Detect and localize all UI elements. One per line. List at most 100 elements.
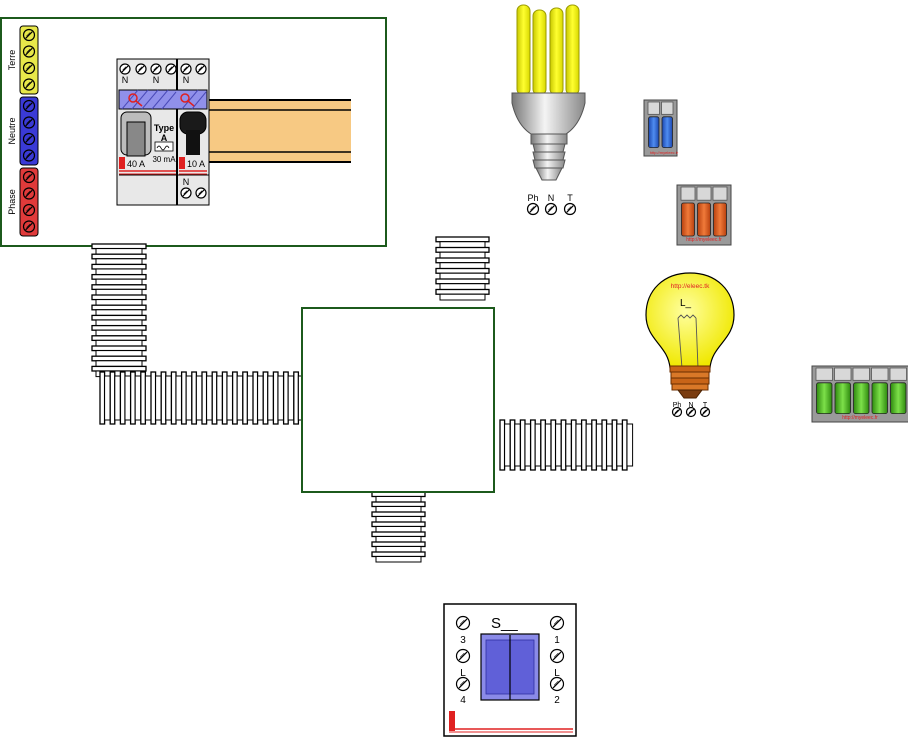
wago-lever[interactable]	[890, 382, 907, 414]
cfl-terminals[interactable]	[526, 202, 577, 216]
conduit-rib	[550, 419, 557, 471]
terminal-screw[interactable]	[22, 149, 36, 162]
conduit-panel-vertical	[91, 243, 147, 378]
terminal-screw[interactable]	[549, 676, 565, 692]
conduit-rib	[560, 419, 567, 471]
terminal-screw[interactable]	[22, 45, 36, 58]
switch-label: S__	[491, 615, 518, 632]
terminal-screw[interactable]	[22, 116, 36, 129]
wago-green-url: http://myeleec.fr	[842, 415, 878, 421]
bulb-glass	[645, 272, 735, 369]
terminal-screw[interactable]	[671, 406, 683, 418]
mcb-rating: 10 A	[187, 159, 205, 169]
bulb-terminal-label-ph: Ph	[673, 402, 682, 409]
terminal-screw[interactable]	[150, 63, 162, 75]
terminal-screw[interactable]	[119, 63, 131, 75]
cfl-tubes	[516, 4, 580, 96]
rcd-rating: 40 A	[127, 159, 145, 169]
conduit-rib	[129, 371, 136, 425]
terminal-screw[interactable]	[135, 63, 147, 75]
conduit-rib	[621, 419, 628, 471]
cfl-bulb[interactable]: Ph N T	[511, 4, 586, 216]
terminal-screw[interactable]	[685, 406, 697, 418]
conduit-rib	[91, 304, 147, 311]
conduit-rib	[262, 371, 269, 425]
terminal-screw[interactable]	[549, 615, 565, 631]
conduit-rib	[91, 355, 147, 362]
earth-terminal-bar: Terre	[7, 25, 39, 95]
light-switch[interactable]: S__ 3 L 4 1 L 2	[443, 603, 577, 737]
din-rail	[208, 99, 351, 163]
wago-lever[interactable]	[697, 202, 711, 237]
distribution-panel[interactable]: Terre Neutre Phase	[0, 17, 387, 247]
conduit-rib	[529, 419, 536, 471]
terminal-screw[interactable]	[22, 203, 36, 217]
conduit-rib	[91, 243, 147, 250]
neutral-terminal-bar: Neutre	[7, 96, 39, 166]
rcd-type-class: A	[161, 133, 168, 143]
neutral-bar-label: Neutre	[7, 117, 17, 144]
wago-connector-green[interactable]	[811, 365, 908, 423]
terminal-screw[interactable]	[195, 63, 207, 75]
rcd-breaker[interactable]: N N Type A 30 mA 40 A	[119, 75, 176, 176]
terminal-screw[interactable]	[22, 99, 36, 113]
conduit-rib	[180, 371, 187, 425]
bulb-screw-base	[669, 365, 711, 399]
bulb-terminals[interactable]	[671, 406, 711, 418]
conduit-rib	[201, 371, 208, 425]
conduit-rib	[435, 257, 490, 264]
conduit-rib	[91, 345, 147, 352]
conduit-rib	[580, 419, 587, 471]
terminal-screw[interactable]	[22, 220, 36, 233]
conduit-rib	[252, 371, 259, 425]
terminal-screw[interactable]	[22, 61, 36, 75]
wago-lever[interactable]	[681, 202, 695, 237]
wago-lever[interactable]	[661, 116, 673, 149]
terminal-screw[interactable]	[455, 648, 471, 664]
junction-box[interactable]	[301, 307, 495, 493]
terminal-screw[interactable]	[180, 63, 192, 75]
switch-terminals[interactable]	[455, 615, 565, 692]
cfl-terminal-label-n: N	[548, 193, 555, 203]
conduit-rib	[191, 371, 198, 425]
terminal-screw[interactable]	[455, 676, 471, 692]
terminal-screw[interactable]	[180, 187, 192, 199]
wago-lever[interactable]	[871, 382, 888, 414]
wago-connector-blue[interactable]	[643, 99, 678, 157]
phase-terminal-bar: Phase	[7, 167, 39, 237]
terminal-screw[interactable]	[544, 202, 558, 216]
terminal-screw[interactable]	[549, 648, 565, 664]
conduit-rib	[570, 419, 577, 471]
terminal-screw[interactable]	[22, 170, 36, 184]
mcb-breaker[interactable]: N 10 A N	[177, 75, 209, 187]
rcd-type-label: Type	[154, 123, 174, 133]
conduit-rib	[435, 236, 490, 243]
switch-terminal-3: 3	[460, 635, 466, 646]
terminal-screw[interactable]	[455, 615, 471, 631]
wago-orange-url: http://myeleec.fr	[686, 237, 722, 243]
terminal-screw[interactable]	[165, 63, 177, 75]
conduit-rib	[91, 365, 147, 372]
wago-lever[interactable]	[853, 382, 870, 414]
terminal-screw[interactable]	[526, 202, 540, 216]
terminal-screw[interactable]	[699, 406, 711, 418]
conduit-rib	[221, 371, 228, 425]
terminal-screw[interactable]	[22, 78, 36, 91]
terminal-screw[interactable]	[22, 28, 36, 42]
conduit-rib	[371, 521, 426, 528]
terminal-screw[interactable]	[563, 202, 577, 216]
terminal-screw[interactable]	[195, 187, 207, 199]
incandescent-bulb[interactable]: http://eleec.tk L_ Ph N T	[645, 272, 735, 418]
wago-connector-orange[interactable]	[676, 184, 732, 246]
wago-lever[interactable]	[713, 202, 727, 237]
wago-lever[interactable]	[648, 116, 660, 149]
terminal-screw[interactable]	[22, 187, 36, 200]
conduit-rib	[371, 501, 426, 508]
conduit-rib	[293, 371, 300, 425]
wago-lever[interactable]	[816, 382, 833, 414]
conduit-rib	[91, 284, 147, 291]
terminal-screw[interactable]	[22, 132, 36, 146]
conduit-rib	[109, 371, 116, 425]
conduit-rib	[272, 371, 279, 425]
wago-lever[interactable]	[834, 382, 851, 414]
